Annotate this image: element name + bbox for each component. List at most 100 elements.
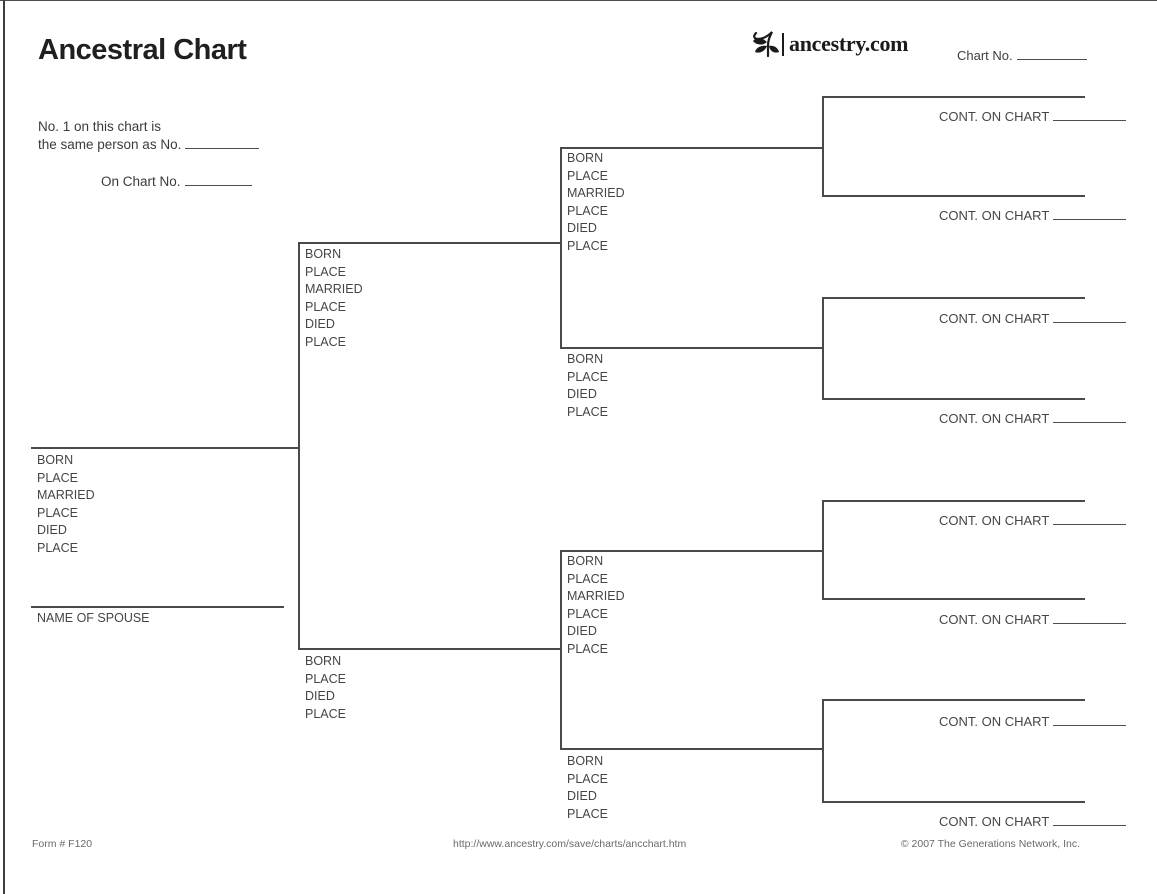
bracket-paternal-grandparents — [560, 147, 562, 349]
footer-url: http://www.ancestry.com/save/charts/ancc… — [453, 838, 687, 850]
field-label: PLACE — [305, 334, 346, 349]
field-label: DIED — [567, 789, 597, 803]
field-label: DIED — [567, 221, 597, 235]
field-label: PLACE — [567, 806, 608, 821]
page-edge-top — [0, 0, 1157, 1]
name-line-maternal-grandfather — [560, 550, 823, 552]
bracket-ggparents-4 — [822, 699, 824, 803]
paternal-grandfather-fields: BORN PLACE MARRIED PLACE DIED PLACE — [567, 150, 625, 255]
cont-on-chart-8: CONT. ON CHART — [939, 813, 1127, 829]
paternal-grandmother-fields: BORN PLACE DIED PLACE — [567, 351, 608, 421]
intro-line-1: No. 1 on this chart is — [38, 119, 162, 134]
field-label: PLACE — [305, 264, 346, 279]
same-person-blank — [185, 136, 260, 149]
name-line-ggparent-7 — [822, 699, 1085, 701]
name-line-ggparent-5 — [822, 500, 1085, 502]
field-label: BORN — [567, 352, 604, 366]
field-label: PLACE — [567, 771, 608, 786]
field-label: DIED — [37, 523, 67, 537]
cont-chart-blank — [1053, 813, 1127, 826]
cont-on-chart-2: CONT. ON CHART — [939, 207, 1127, 223]
cont-on-chart-4: CONT. ON CHART — [939, 410, 1127, 426]
name-line-ggparent-1 — [822, 96, 1085, 98]
field-label: BORN — [305, 654, 342, 668]
cont-on-chart-7: CONT. ON CHART — [939, 713, 1127, 729]
maternal-grandfather-fields: BORN PLACE MARRIED PLACE DIED PLACE — [567, 553, 625, 658]
cont-chart-blank — [1053, 611, 1127, 624]
field-label: PLACE — [305, 706, 346, 721]
field-label: PLACE — [567, 369, 608, 384]
name-line-ggparent-8 — [822, 801, 1085, 803]
person1-fields: BORN PLACE MARRIED PLACE DIED PLACE — [37, 452, 95, 557]
name-line-ggparent-6 — [822, 598, 1085, 600]
chart-no-label: Chart No. — [957, 48, 1013, 63]
name-line-paternal-grandmother — [560, 347, 823, 349]
cont-chart-blank — [1053, 713, 1127, 726]
field-label: PLACE — [567, 571, 608, 586]
field-label: BORN — [567, 151, 604, 165]
cont-chart-blank — [1053, 207, 1127, 220]
bracket-ggparents-1 — [822, 96, 824, 197]
name-line-ggparent-4 — [822, 398, 1085, 400]
field-label: MARRIED — [305, 282, 363, 296]
field-label: PLACE — [567, 168, 608, 183]
field-label: PLACE — [567, 404, 608, 419]
cont-on-chart-5: CONT. ON CHART — [939, 512, 1127, 528]
field-label: PLACE — [567, 238, 608, 253]
field-label: BORN — [567, 554, 604, 568]
cont-chart-blank — [1053, 410, 1127, 423]
mother-fields: BORN PLACE DIED PLACE — [305, 653, 346, 723]
field-label: MARRIED — [567, 186, 625, 200]
bracket-maternal-grandparents — [560, 550, 562, 750]
logo-divider — [782, 32, 784, 56]
bracket-ggparents-3 — [822, 500, 824, 600]
footer-copyright: © 2007 The Generations Network, Inc. — [900, 838, 1080, 850]
field-label: DIED — [567, 387, 597, 401]
name-line-father — [298, 242, 561, 244]
name-line-maternal-grandmother — [560, 748, 823, 750]
intro-line-2: the same person as No. — [38, 136, 260, 154]
field-label: PLACE — [37, 540, 78, 555]
field-label: DIED — [567, 624, 597, 638]
cont-on-chart-3: CONT. ON CHART — [939, 310, 1127, 326]
ancestry-logo: ancestry.com — [752, 28, 909, 60]
field-label: PLACE — [37, 505, 78, 520]
field-label: PLACE — [567, 203, 608, 218]
form-number: Form # F120 — [32, 838, 93, 850]
bracket-parents — [298, 242, 300, 650]
cont-chart-blank — [1053, 512, 1127, 525]
field-label: BORN — [37, 453, 74, 467]
bracket-ggparents-2 — [822, 297, 824, 400]
field-label: BORN — [567, 754, 604, 768]
name-line-ggparent-3 — [822, 297, 1085, 299]
field-label: PLACE — [305, 671, 346, 686]
on-chart-blank — [184, 173, 252, 186]
field-label: DIED — [305, 689, 335, 703]
chart-no-blank — [1016, 47, 1087, 60]
father-fields: BORN PLACE MARRIED PLACE DIED PLACE — [305, 246, 363, 351]
name-line-ggparent-2 — [822, 195, 1085, 197]
field-label: PLACE — [37, 470, 78, 485]
field-label: PLACE — [305, 299, 346, 314]
cont-on-chart-1: CONT. ON CHART — [939, 108, 1127, 124]
name-line-paternal-grandfather — [560, 147, 823, 149]
brand-text: ancestry.com — [789, 31, 909, 56]
name-of-spouse-label: NAME OF SPOUSE — [37, 611, 150, 625]
field-label: PLACE — [567, 641, 608, 656]
chart-no-field: Chart No. — [957, 47, 1087, 63]
name-line-person1 — [31, 447, 299, 449]
field-label: BORN — [305, 247, 342, 261]
field-label: PLACE — [567, 606, 608, 621]
cont-chart-blank — [1053, 310, 1127, 323]
page-edge-left — [3, 0, 5, 894]
page-title: Ancestral Chart — [38, 34, 247, 66]
name-line-spouse — [31, 606, 284, 608]
leaf-logo-icon — [752, 29, 780, 59]
maternal-grandmother-fields: BORN PLACE DIED PLACE — [567, 753, 608, 823]
name-line-mother — [298, 648, 561, 650]
cont-chart-blank — [1053, 108, 1127, 121]
field-label: DIED — [305, 317, 335, 331]
intro-note: No. 1 on this chart is the same person a… — [38, 118, 260, 154]
intro-line-3: On Chart No. — [101, 173, 252, 189]
